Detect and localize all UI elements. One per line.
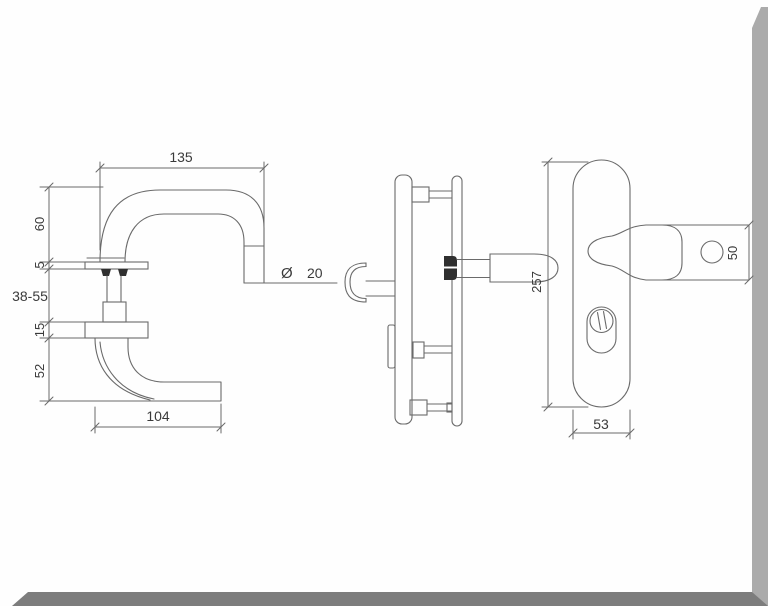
lever-top-outer-path	[99, 189, 265, 284]
bottom-bolt-head	[409, 399, 428, 416]
dim-label-plate-height: 257	[529, 271, 544, 293]
view-front-labels: 257 53 50	[529, 246, 740, 432]
inner-plate-profile	[394, 174, 413, 425]
cylinder-shaft	[423, 345, 453, 354]
cylinder-key-slot	[596, 310, 608, 331]
front-dim-ticks	[543, 157, 754, 438]
security-plate	[572, 159, 631, 408]
dim-label-rose-top: 5	[32, 261, 47, 268]
page-shadow-right	[752, 7, 768, 606]
lever-neck-lines	[365, 280, 396, 297]
lever-top-inner-path	[124, 213, 245, 284]
dim-label-rose-bottom: 15	[32, 323, 47, 337]
dim-label-plate-width: 53	[593, 416, 609, 432]
cylinder-core-circle	[589, 308, 614, 334]
diameter-symbol: Ø	[281, 265, 293, 282]
outer-plate-profile	[451, 175, 463, 427]
lever-top-tube-lines	[86, 245, 265, 284]
side-dim-extension-lines	[39, 161, 265, 434]
page-shadow-bottom	[12, 592, 768, 606]
knob-body-profile	[489, 253, 559, 283]
knob-front-outline	[587, 224, 683, 281]
dim-label-width-top: 135	[169, 149, 193, 165]
bottom-bolt-nut	[446, 402, 453, 413]
lever-bottom-path	[39, 337, 222, 402]
knob-neck-lines	[456, 258, 491, 279]
dim-label-width-bottom: 104	[146, 408, 170, 424]
top-bolt-head	[411, 186, 430, 203]
view-front-plate	[572, 159, 724, 408]
cylinder-cover-bump	[387, 324, 396, 369]
rose-bottom	[84, 321, 149, 339]
view-side-dimension-lines	[39, 161, 338, 434]
lever-end-profile	[344, 262, 367, 303]
knob-face-circle	[700, 240, 724, 264]
dim-label-knob-height: 50	[725, 246, 740, 260]
view-front-dimension-lines	[541, 157, 754, 440]
bottom-bolt-shaft	[426, 403, 453, 412]
dim-label-diameter: 20	[307, 265, 323, 281]
side-dim-ticks	[44, 163, 269, 432]
dim-label-height-bottom: 52	[32, 364, 47, 378]
front-dim-extension-lines	[541, 161, 750, 440]
top-bolt-shaft	[428, 190, 453, 199]
view-side-lever	[39, 189, 265, 402]
dim-label-height-top: 60	[32, 217, 47, 231]
cylinder-escutcheon-oval	[586, 306, 617, 354]
spindle-shaft	[106, 275, 122, 303]
rose-top	[84, 261, 149, 270]
dim-label-spindle-range: 38-55	[12, 288, 48, 304]
cylinder-cam	[412, 341, 425, 359]
spindle-screw-heads	[101, 269, 128, 276]
view-side-labels: 135 60 5 38-55 15 52 104 Ø 20	[12, 149, 323, 424]
view-profile-assembly	[344, 174, 559, 427]
